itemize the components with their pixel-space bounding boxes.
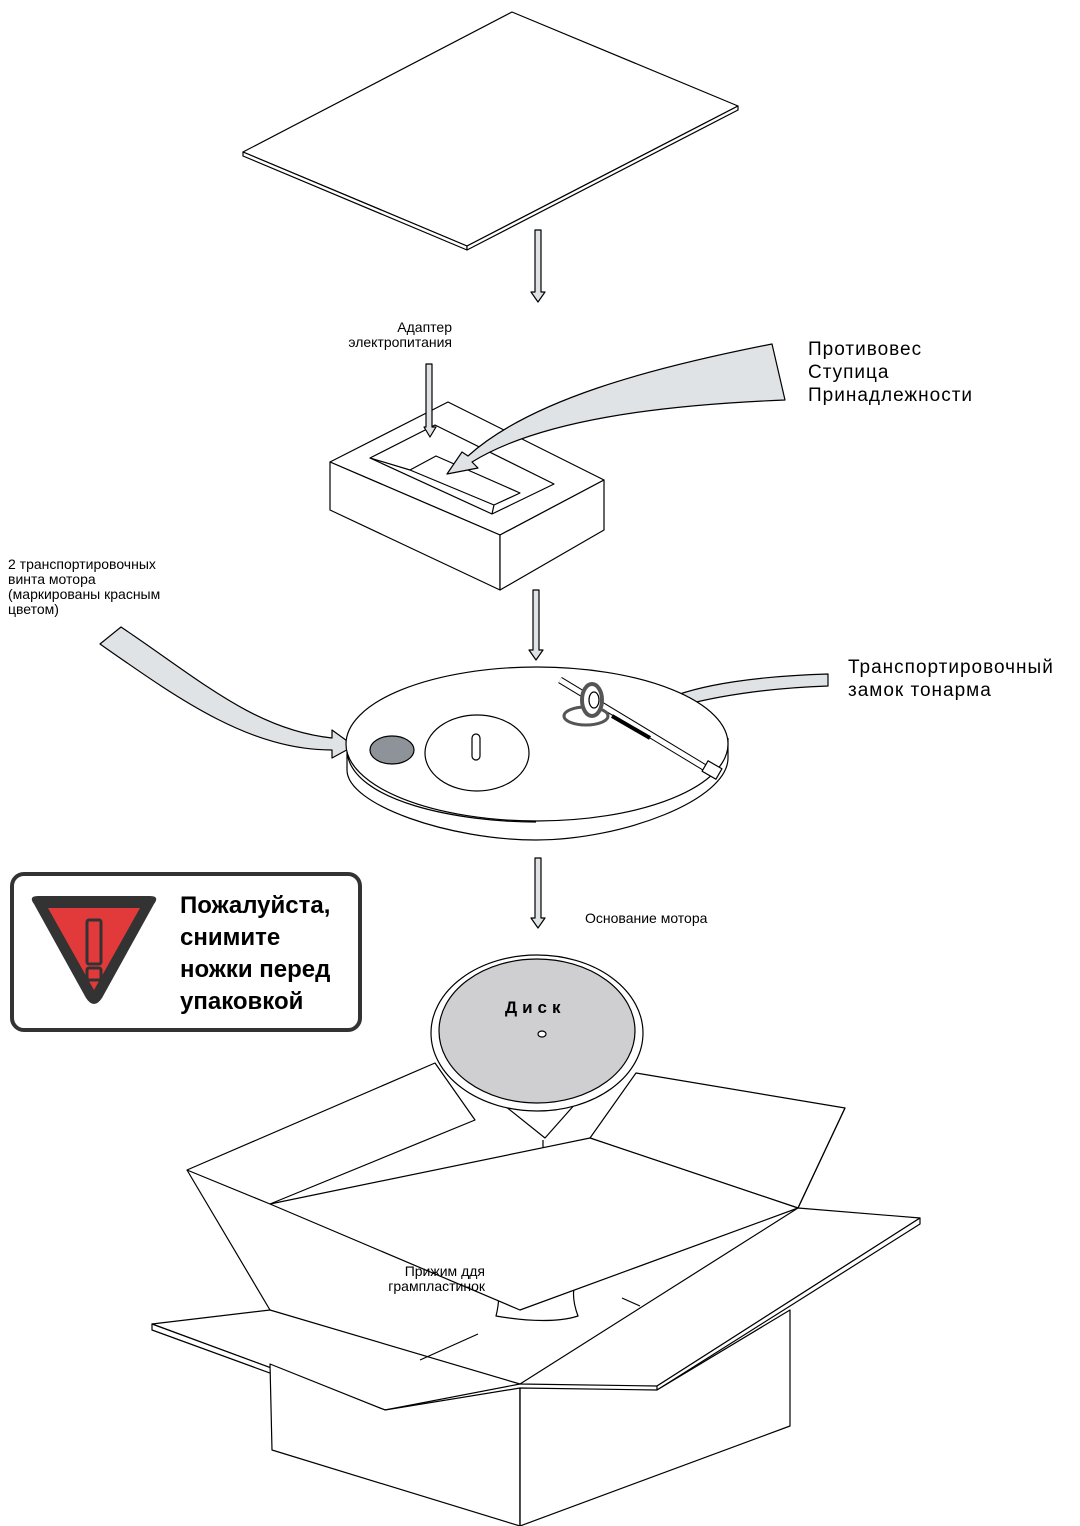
label-motor-base: Основание мотора <box>585 910 708 926</box>
warning-box: Пожалуйста, снимите ножки перед упаковко… <box>10 872 362 1032</box>
label-record-clamp: Прижим ддя грампластинок <box>388 1263 485 1294</box>
warning-triangle-icon <box>31 896 157 1004</box>
label-transport-screws: 2 транспортировочных винта мотора (марки… <box>8 556 161 617</box>
label-tonearm-lock: Транспортировочный замок тонарма <box>848 657 1054 701</box>
cover-sheet <box>242 11 739 251</box>
warning-text: Пожалуйста, снимите ножки перед упаковко… <box>180 892 331 1015</box>
down-arrow-power-adapter <box>423 363 437 438</box>
platter <box>430 954 644 1139</box>
motor-base <box>345 666 729 841</box>
down-arrow-2 <box>528 589 544 661</box>
tonearm <box>558 677 723 780</box>
label-accessories: Противовес Ступица Принадлежности <box>808 339 974 406</box>
curved-arrow-accessories <box>446 343 786 475</box>
label-platter: Диск <box>505 998 566 1017</box>
transport-screw <box>369 735 415 765</box>
label-power-adapter: Адаптер электропитания <box>348 319 452 350</box>
accessory-box <box>329 401 605 591</box>
down-arrow-3 <box>530 857 546 929</box>
shipping-carton <box>151 1062 921 1526</box>
down-arrow-1 <box>530 229 546 303</box>
curved-arrow-transport-screws <box>99 626 355 759</box>
